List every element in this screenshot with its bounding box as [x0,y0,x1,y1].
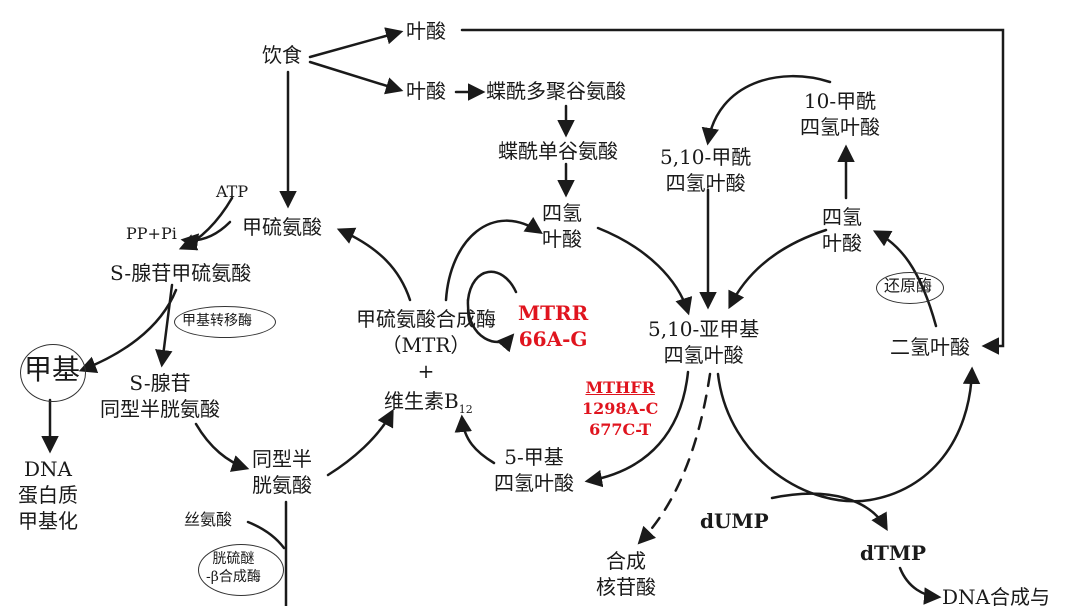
formyl-thf-label: 10-甲酰四氢叶酸 [800,89,880,139]
arc-big-bottom [716,366,981,503]
arc-methylene-methylthf [584,370,690,488]
arc-mtr-methionine [336,227,412,302]
arc-mtr-thf [444,216,543,302]
methylene-thf-label: 5,10-亚甲基四氢叶酸 [648,317,760,367]
sah-label: S-腺苷同型半胱氨酸 [100,371,220,421]
thf-left-label: 四氢叶酸 [542,201,582,251]
arc-mtrr-loop-bottom [466,298,515,353]
methyltransferase-ellipse [174,306,276,338]
arc-sah-homocysteine [194,422,250,472]
arrow-diet-folate-top [308,27,404,59]
methyl-label: 甲基 [24,353,81,386]
cbs-ellipse [198,544,284,596]
arc-methylthf-vitb12 [454,414,496,465]
dtmp-label: dTMP [860,541,927,565]
folate-mid-label: 叶酸 [406,79,446,103]
arrow-sam-methyl [78,288,178,373]
arc-mtrr-loop-top [466,270,518,302]
methenyl-thf-label: 5,10-甲酰四氢叶酸 [660,145,752,195]
arc-formyl-methenyl [701,74,832,146]
methyl-thf-label: 5-甲基四氢叶酸 [494,445,574,495]
pp-pi-label: PP+Pi [126,224,177,243]
atp-label: ATP [216,182,249,201]
arc-dtmp-dna [898,566,942,605]
arrow-folate-dhf [460,28,1005,355]
arc-dump-dtmp [770,492,888,532]
arc-homocysteine-vitb12 [326,408,394,477]
sam-label: S-腺苷甲硫氨酸 [110,261,252,285]
arc-thf-methylene [596,226,693,316]
dhf-label: 二氢叶酸 [890,335,970,359]
reductase-ellipse [876,272,944,304]
methyl-circle [20,344,86,402]
arc-pp-pi [180,220,232,251]
dna-synthesis-label: DNA合成与 [942,585,1050,606]
dump-label: dUMP [700,509,769,533]
cbs-label: 胱硫醚-β合成酶 [206,551,261,586]
polyglutamate-label: 蝶酰多聚谷氨酸 [486,79,626,103]
reductase-label: 还原酶 [884,276,933,295]
thf-right-label: 四氢叶酸 [822,205,862,255]
arrow-sam-sah [155,283,174,368]
methionine-label: 甲硫氨酸 [242,215,322,239]
folate-top-label: 叶酸 [406,19,446,43]
methyltransferase-label: 甲基转移酶 [182,313,252,329]
nucleotide-synthesis-label: 合成核苷酸 [596,549,656,599]
homocysteine-label: 同型半胱氨酸 [252,447,312,497]
arc-dhf-thf [872,230,938,328]
arrow-diet-folate-mid [308,60,404,95]
monoglutamate-label: 蝶酰单谷氨酸 [498,139,618,163]
arc-thf-methylene-right [728,228,828,310]
serine-label: 丝氨酸 [184,510,233,529]
mtr-label: 甲硫氨酸合成酶（MTR）+ [356,307,496,383]
arc-serine-cbs [246,520,286,550]
vitamin-b12-label: 维生素B12 [384,389,473,416]
dashed-methylene-nucleotide [637,372,712,545]
diet-label: 饮食 [262,43,302,67]
